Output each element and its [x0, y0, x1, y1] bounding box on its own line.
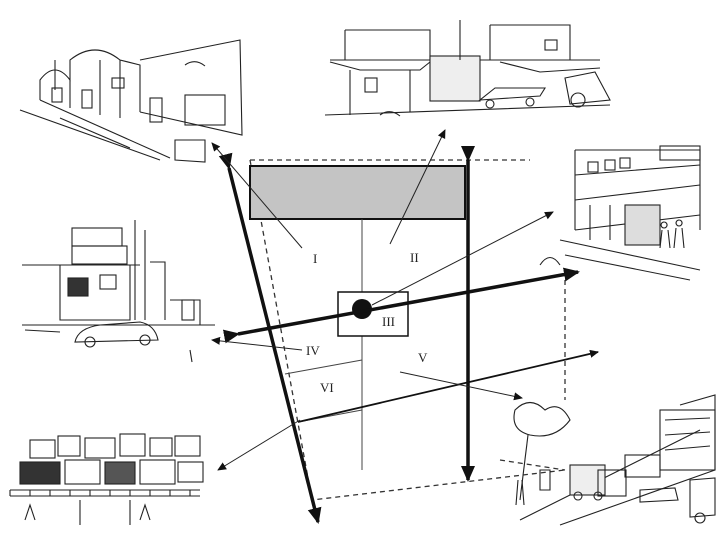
sketch-top-left — [19, 39, 243, 163]
zone-label-iv: IV — [306, 343, 320, 358]
zone-label-i: I — [313, 251, 317, 266]
sketch-left — [22, 220, 215, 363]
zone-label-iii: III — [382, 314, 395, 329]
zone-label-ii: II — [410, 250, 419, 265]
sketch-pointers — [211, 129, 554, 471]
zone-label-v: V — [418, 350, 428, 365]
zone-label-vi: VI — [320, 380, 334, 395]
sketch-top-center — [324, 20, 611, 117]
lower-axis-arrow — [297, 349, 599, 423]
diagonal-axis-arrow — [218, 152, 322, 524]
sketch-bottom-left — [9, 433, 204, 525]
sketch-right — [539, 145, 701, 281]
shaded-block — [249, 165, 466, 220]
sketch-bottom-right — [513, 394, 716, 526]
horizontal-axis-arrow — [222, 267, 580, 344]
central-plan: I II III IV V VI — [211, 129, 599, 524]
